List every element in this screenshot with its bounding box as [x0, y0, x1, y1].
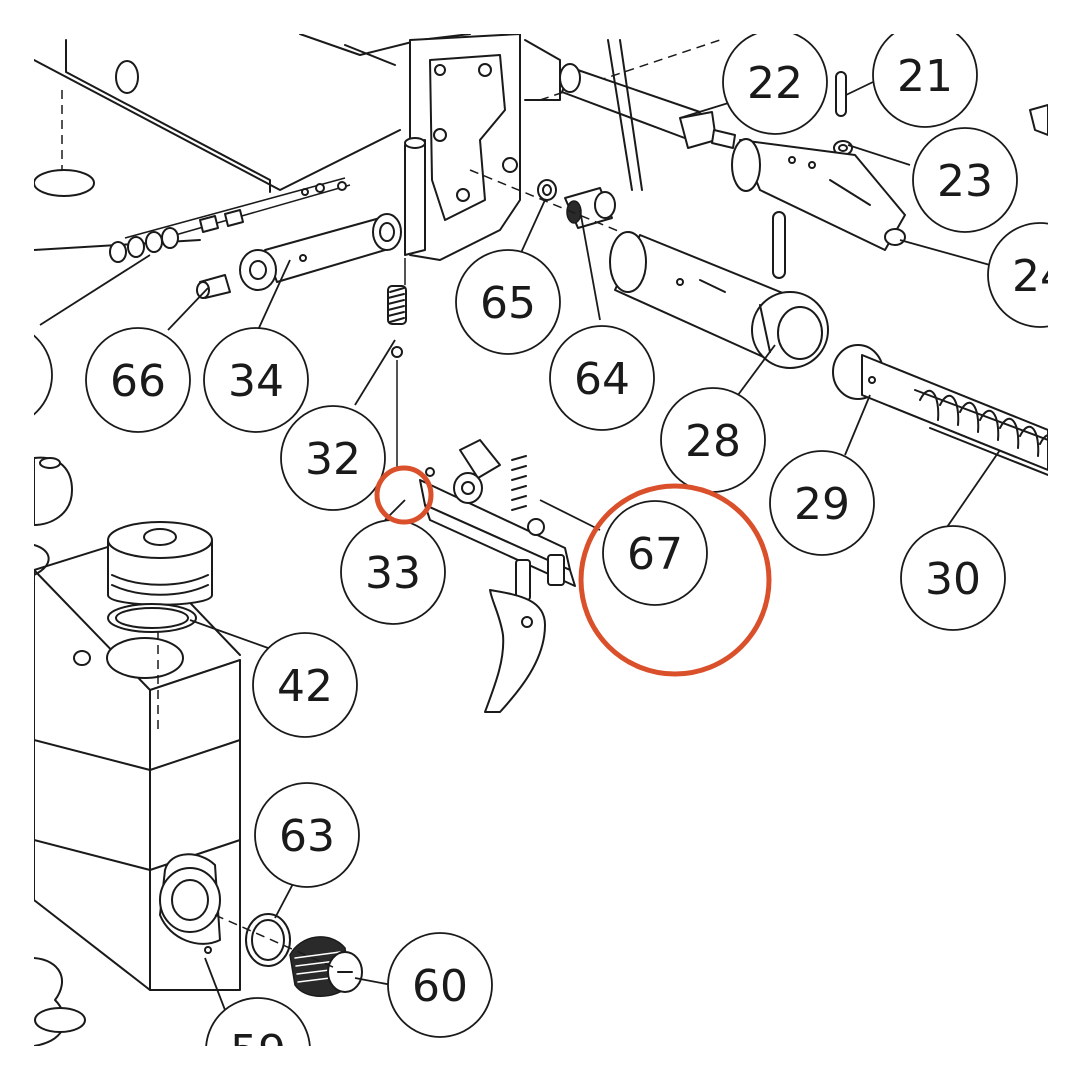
part-60-plug-screw: [214, 914, 363, 997]
callout-42: 42: [252, 632, 358, 738]
callout-65: 65: [455, 249, 561, 355]
callout-59: 59: [205, 997, 311, 1077]
highlight-ring-67: [578, 483, 772, 677]
part-67-trigger-group: [419, 439, 576, 713]
callout-34: 34: [203, 327, 309, 433]
part-30-spring: [914, 389, 1048, 476]
part-24-hammer: [731, 104, 1048, 279]
callout-24: 24: [987, 222, 1068, 328]
callout-23: 23: [912, 127, 1018, 233]
callout-66-label: 66: [110, 356, 166, 407]
callout-32-label: 32: [305, 434, 361, 485]
callout-64: 64: [549, 325, 655, 431]
part-64-screw: [469, 169, 641, 241]
callout-42-label: 42: [277, 661, 333, 712]
lower-frame-block: [34, 456, 241, 1046]
callout-63: 63: [254, 782, 360, 888]
callout-29: 29: [769, 450, 875, 556]
callout-67: 67: [602, 500, 708, 606]
callout-33: 33: [340, 519, 446, 625]
callout-29-label: 29: [794, 479, 850, 530]
callout-22: 22: [722, 34, 828, 135]
part-22-pin: [559, 39, 736, 191]
highlight-ring-33: [374, 465, 434, 525]
callout-23-label: 23: [937, 156, 993, 207]
callout-32: 32: [280, 405, 386, 511]
callout-22-label: 22: [747, 58, 803, 109]
callout-30-label: 30: [925, 554, 981, 605]
callout-partial-left: [34, 334, 53, 416]
part-21-roll-pin: [835, 71, 847, 117]
callout-28: 28: [660, 387, 766, 493]
callout-24-label: 24: [1012, 251, 1068, 302]
part-65-washer: [537, 179, 557, 201]
callout-59-label: 59: [230, 1026, 286, 1077]
callout-64-label: 64: [574, 354, 630, 405]
callout-21-label: 21: [897, 51, 953, 102]
part-32-spring: [387, 258, 407, 470]
callout-30: 30: [900, 525, 1006, 631]
callout-21: 21: [872, 34, 978, 128]
callout-67-label: 67: [627, 529, 683, 580]
part-63-o-ring: [245, 913, 291, 967]
part-29-guide: [832, 344, 1048, 471]
callout-66: 66: [85, 327, 191, 433]
callouts: 21 22 23 24 28 29 30 32: [34, 34, 1068, 1077]
callout-63-label: 63: [279, 811, 335, 862]
part-42-plug: [107, 521, 213, 633]
callout-60: 60: [387, 932, 493, 1038]
trigger-housing: [404, 34, 721, 261]
callout-33-label: 33: [365, 548, 421, 599]
upper-left-receiver-block: [34, 34, 471, 251]
highlight-markers: [374, 465, 772, 677]
callout-65-label: 65: [480, 278, 536, 329]
part-23-sleeve: [833, 140, 853, 156]
pin-assembly-left: [109, 177, 351, 263]
callout-60-label: 60: [412, 961, 468, 1012]
part-34-pin: [239, 213, 402, 291]
callout-28-label: 28: [685, 416, 741, 467]
callout-34-label: 34: [228, 356, 284, 407]
